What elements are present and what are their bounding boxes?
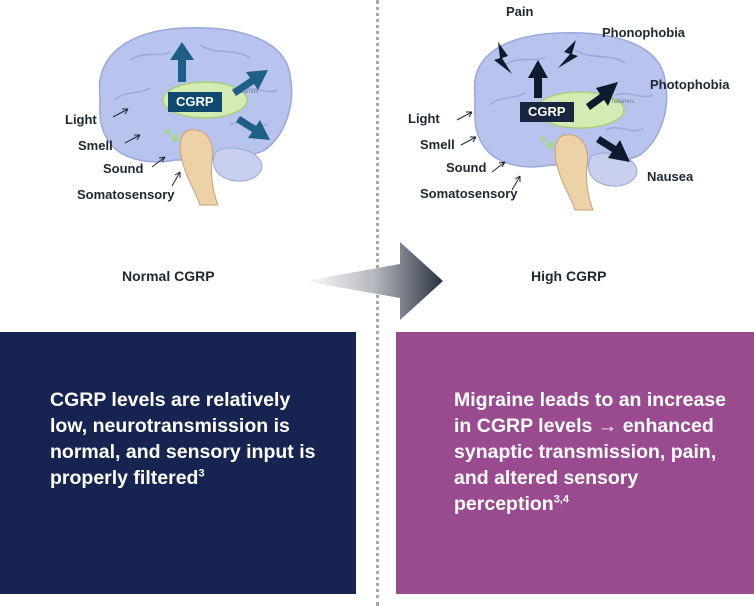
normal-description-body: CGRP levels are relatively low, neurotra… — [50, 389, 316, 489]
effect-photophobia: Photophobia — [650, 77, 730, 92]
outward-arrow-up — [528, 60, 548, 98]
thalamus-label: Thalamus — [608, 99, 634, 105]
effect-phonophobia: Phonophobia — [602, 25, 686, 40]
sense-somatosensory: Somatosensory — [77, 187, 175, 202]
cgrp-tag: CGRP — [168, 92, 222, 112]
high-caption: High CGRP — [531, 268, 607, 284]
normal-description-box: CGRP levels are relatively low, neurotra… — [0, 332, 356, 594]
lightning-bolt-icon — [558, 40, 578, 68]
citation-superscript: 3 — [198, 467, 205, 480]
high-description-box: Migraine leads to an increase in CGRP le… — [396, 332, 754, 594]
brainstem — [554, 134, 594, 211]
normal-description-text: CGRP levels are relatively low, neurotra… — [50, 387, 320, 491]
high-cgrp-panel: Thalamus CGRP Pain Phonophobia Photophob… — [380, 0, 754, 330]
high-brain-illustration: Thalamus — [456, 32, 668, 211]
effect-nausea: Nausea — [647, 169, 694, 184]
high-description-body: Migraine leads to an increase in CGRP le… — [454, 389, 727, 515]
brainstem — [179, 129, 219, 206]
dotted-divider — [376, 0, 379, 606]
sense-sound: Sound — [446, 160, 487, 175]
normal-cgrp-panel: Thalamus CGRP Light Smell Sound Somatose… — [0, 0, 376, 330]
outward-arrow-right — [586, 82, 618, 110]
sense-light: Light — [65, 112, 97, 127]
cgrp-tag: CGRP — [520, 102, 574, 122]
outward-arrow-up — [170, 42, 194, 82]
sense-sound: Sound — [103, 161, 144, 176]
thalamus-label: Thalamus — [232, 89, 258, 95]
sense-light: Light — [408, 111, 440, 126]
sense-smell: Smell — [420, 137, 455, 152]
outward-arrow-upright — [232, 70, 268, 96]
effect-pain: Pain — [506, 4, 534, 19]
sense-smell: Smell — [78, 138, 113, 153]
outward-arrow-downright — [236, 116, 270, 140]
outward-arrow-downright — [596, 136, 630, 162]
sense-arrows — [112, 108, 181, 187]
sense-arrows — [456, 111, 521, 191]
high-description-text: Migraine leads to an increase in CGRP le… — [454, 387, 744, 517]
sense-somatosensory: Somatosensory — [420, 186, 518, 201]
citation-superscript: 3,4 — [553, 493, 569, 506]
transition-arrow — [304, 242, 443, 320]
normal-caption: Normal CGRP — [122, 268, 215, 284]
